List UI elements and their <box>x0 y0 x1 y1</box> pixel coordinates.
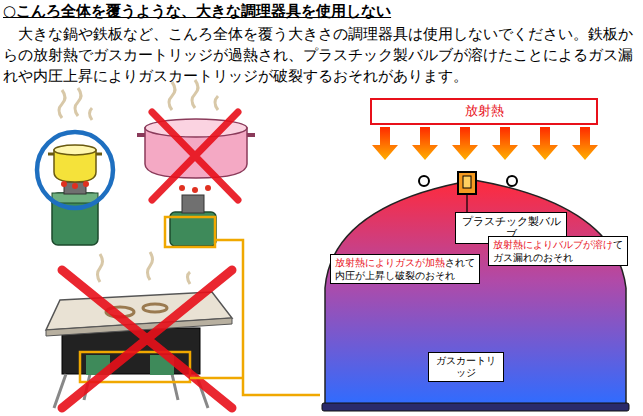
heat-arrow <box>372 127 398 160</box>
heat-box: 放射熱 <box>370 98 598 125</box>
ok-stove <box>37 88 113 245</box>
body-text: 大きな鍋や鉄板など、こんろ全体を覆う大きさの調理器具は使用しないでください。鉄板… <box>3 24 637 87</box>
bad-grill <box>46 252 232 408</box>
note-box: 放射熱によりガスが加熱されて 内圧が上昇し破裂のおそれ <box>330 254 480 284</box>
title: ○こんろ全体を覆うような、大きな調理器具を使用しない <box>3 2 391 21</box>
cartridge-label: ガスカートリッジ <box>428 352 504 382</box>
heat-arrow <box>532 127 558 160</box>
heat-arrow <box>452 127 478 160</box>
node-text: 放射熱によりバルブが溶け <box>493 239 613 250</box>
gas-cartridge <box>322 172 629 411</box>
note-box: 放射熱によりバルブが溶けて ガス漏れのおそれ <box>488 236 628 266</box>
heat-arrow <box>572 127 598 160</box>
heat-arrow <box>492 127 518 160</box>
heat-arrow <box>412 127 438 160</box>
node-text: 放射熱 <box>465 103 504 119</box>
node-text: 放射熱によりガスが加熱 <box>335 257 445 268</box>
heat-arrows <box>372 127 598 160</box>
node-text: ガスカートリッジ <box>433 355 499 380</box>
leader-line <box>190 240 320 395</box>
bad-pot <box>137 80 255 247</box>
